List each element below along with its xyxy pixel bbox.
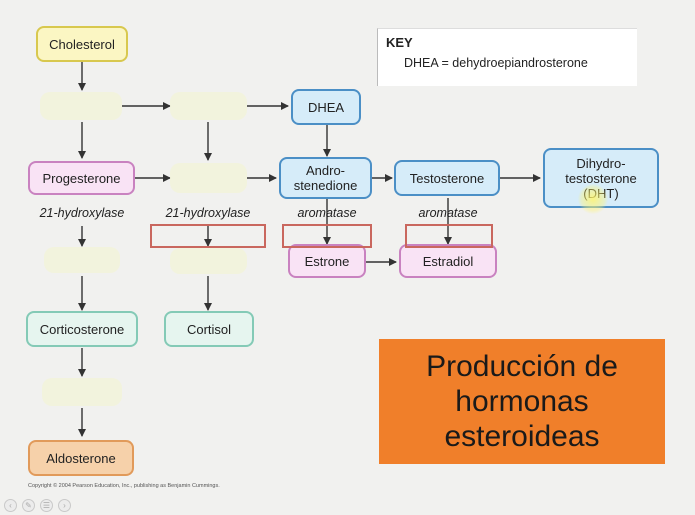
enzyme-label-21-hydroxylase-1: 21-hydroxylase (39, 206, 125, 220)
menu-icon[interactable]: ☰ (40, 499, 53, 512)
node-cortisol: Cortisol (164, 311, 254, 347)
node-progesterone: Progesterone (28, 161, 135, 195)
hidden-intermediate-6 (42, 378, 122, 406)
next-slide-icon[interactable]: › (58, 499, 71, 512)
hidden-intermediate-3 (170, 163, 247, 193)
node-estradiol: Estradiol (399, 244, 497, 278)
node-androstenedione: Andro- stenedione (279, 157, 372, 199)
enzyme-box-2 (282, 224, 372, 248)
enzyme-label-aromatase-2: aromatase (418, 206, 478, 220)
copyright-note: Copyright © 2004 Pearson Education, Inc.… (28, 483, 220, 489)
node-corticosterone: Corticosterone (26, 311, 138, 347)
hidden-intermediate-4 (44, 247, 120, 273)
node-aldosterone: Aldosterone (28, 440, 134, 476)
slide-controls: ‹ ✎ ☰ › (4, 499, 71, 512)
hidden-intermediate-5 (170, 248, 247, 274)
node-cholesterol: Cholesterol (36, 26, 128, 62)
pointer-highlight (578, 184, 608, 214)
node-estrone: Estrone (288, 244, 366, 278)
slide-title: Producción de hormonas esteroideas (379, 339, 665, 464)
hidden-intermediate-2 (170, 92, 247, 120)
hidden-intermediate-1 (40, 92, 122, 120)
key-text: DHEA = dehydroepiandrosterone (404, 56, 588, 70)
node-dhea: DHEA (291, 89, 361, 125)
pen-icon[interactable]: ✎ (22, 499, 35, 512)
node-testosterone: Testosterone (394, 160, 500, 196)
key-legend: KEY DHEA = dehydroepiandrosterone (377, 28, 637, 86)
enzyme-label-aromatase-1: aromatase (297, 206, 357, 220)
enzyme-label-21-hydroxylase-2: 21-hydroxylase (165, 206, 251, 220)
previous-slide-icon[interactable]: ‹ (4, 499, 17, 512)
key-title: KEY (386, 35, 413, 50)
enzyme-box-1 (150, 224, 266, 248)
enzyme-box-3 (405, 224, 493, 248)
